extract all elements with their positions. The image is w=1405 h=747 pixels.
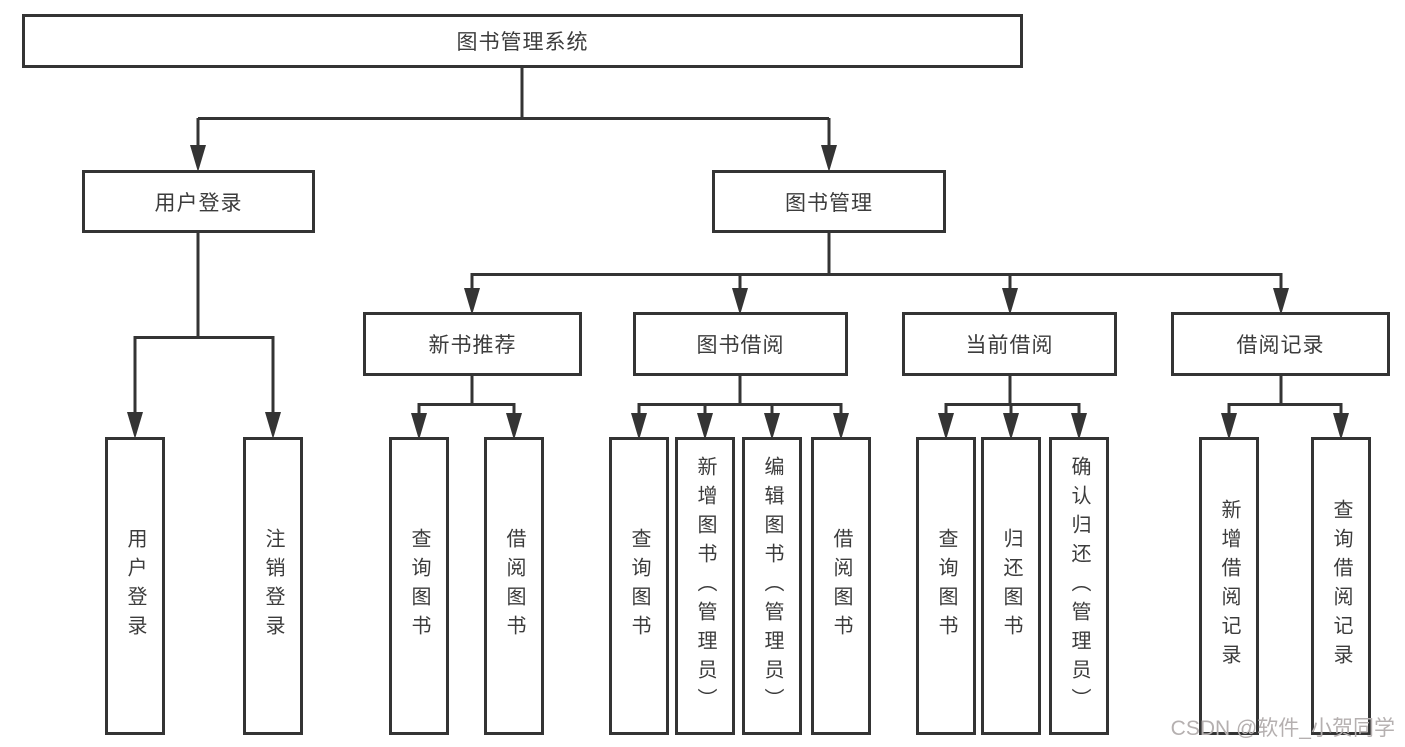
node-label: 新增图书（管理员）: [694, 455, 716, 717]
node-query-books-borrow: 查询图书: [609, 437, 669, 735]
node-user-login: 用户登录: [82, 170, 315, 233]
node-borrow-records: 借阅记录: [1171, 312, 1390, 376]
node-query-books-recommend: 查询图书: [389, 437, 449, 735]
node-label: 借阅图书: [830, 528, 852, 644]
node-return-book: 归还图书: [981, 437, 1041, 735]
node-user-login-leaf: 用户登录: [105, 437, 165, 735]
node-label: 查询图书: [408, 528, 430, 644]
node-label: 新增借阅记录: [1218, 499, 1240, 673]
node-label: 借阅图书: [503, 528, 525, 644]
node-label: 归还图书: [1000, 528, 1022, 644]
node-query-borrow-record: 查询借阅记录: [1311, 437, 1371, 735]
node-new-book-recommend: 新书推荐: [363, 312, 582, 376]
node-logout-leaf: 注销登录: [243, 437, 303, 735]
node-confirm-return-admin: 确认归还（管理员）: [1049, 437, 1109, 735]
node-label: 查询借阅记录: [1330, 499, 1352, 673]
node-query-books-current: 查询图书: [916, 437, 976, 735]
node-label: 用户登录: [124, 528, 146, 644]
node-label: 查询图书: [628, 528, 650, 644]
node-edit-book-admin: 编辑图书（管理员）: [742, 437, 802, 735]
node-book-borrow: 图书借阅: [633, 312, 848, 376]
node-library-system: 图书管理系统: [22, 14, 1023, 68]
node-add-borrow-record: 新增借阅记录: [1199, 437, 1259, 735]
node-label: 查询图书: [935, 528, 957, 644]
node-add-book-admin: 新增图书（管理员）: [675, 437, 735, 735]
node-borrow-books-recommend: 借阅图书: [484, 437, 544, 735]
node-book-management: 图书管理: [712, 170, 946, 233]
node-current-borrow: 当前借阅: [902, 312, 1117, 376]
csdn-watermark: CSDN @软件_小贺同学: [1170, 717, 1395, 740]
node-label: 注销登录: [262, 528, 284, 644]
node-label: 确认归还（管理员）: [1068, 455, 1090, 717]
node-label: 编辑图书（管理员）: [761, 455, 783, 717]
arrowhead-icons: [127, 145, 1349, 440]
node-borrow-books-leaf: 借阅图书: [811, 437, 871, 735]
